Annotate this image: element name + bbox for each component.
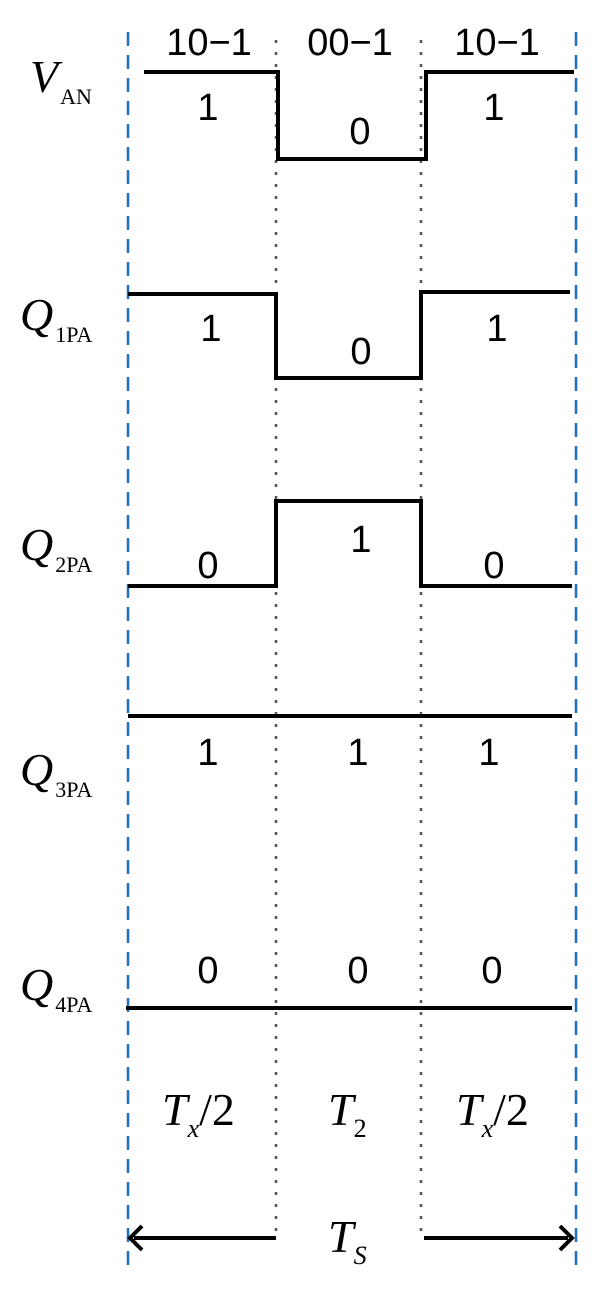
state-q4pa-2: 0 (347, 950, 368, 992)
state-q3pa-3: 1 (478, 732, 499, 774)
period-arrowhead-right (558, 1224, 575, 1252)
waveform-q1pa (128, 290, 570, 380)
duration-label-3: Tx/2 (456, 1084, 529, 1143)
state-q2pa-1: 0 (197, 545, 218, 587)
state-q2pa-2: 1 (350, 519, 371, 561)
waveform-q2pa (128, 499, 572, 588)
waveform-van (144, 70, 574, 161)
segment-code-3: 10−1 (454, 22, 540, 64)
segment-code-2: 00−1 (307, 22, 393, 64)
state-q2pa-3: 0 (483, 545, 504, 587)
signal-label-q1pa: Q1PA (20, 289, 92, 347)
signal-label-q3pa: Q3PA (20, 744, 92, 802)
state-q1pa-2: 0 (350, 331, 371, 373)
state-van-3: 1 (483, 87, 504, 129)
signal-label-q2pa: Q2PA (20, 519, 92, 577)
state-van-2: 0 (349, 111, 370, 153)
signal-label-van: VAN (30, 51, 92, 109)
state-q4pa-3: 0 (481, 950, 502, 992)
state-q3pa-2: 1 (347, 732, 368, 774)
segment-code-1: 10−1 (166, 22, 252, 64)
duration-label-2: T2 (328, 1084, 367, 1143)
period-arrowhead-left (127, 1224, 144, 1252)
state-van-1: 1 (197, 87, 218, 129)
state-q4pa-1: 0 (197, 950, 218, 992)
period-label: TS (328, 1211, 367, 1270)
state-q1pa-1: 1 (200, 308, 221, 350)
state-q3pa-1: 1 (197, 732, 218, 774)
duration-label-1: Tx/2 (162, 1084, 235, 1143)
signal-label-q4pa: Q4PA (20, 959, 92, 1017)
state-q1pa-3: 1 (486, 308, 507, 350)
